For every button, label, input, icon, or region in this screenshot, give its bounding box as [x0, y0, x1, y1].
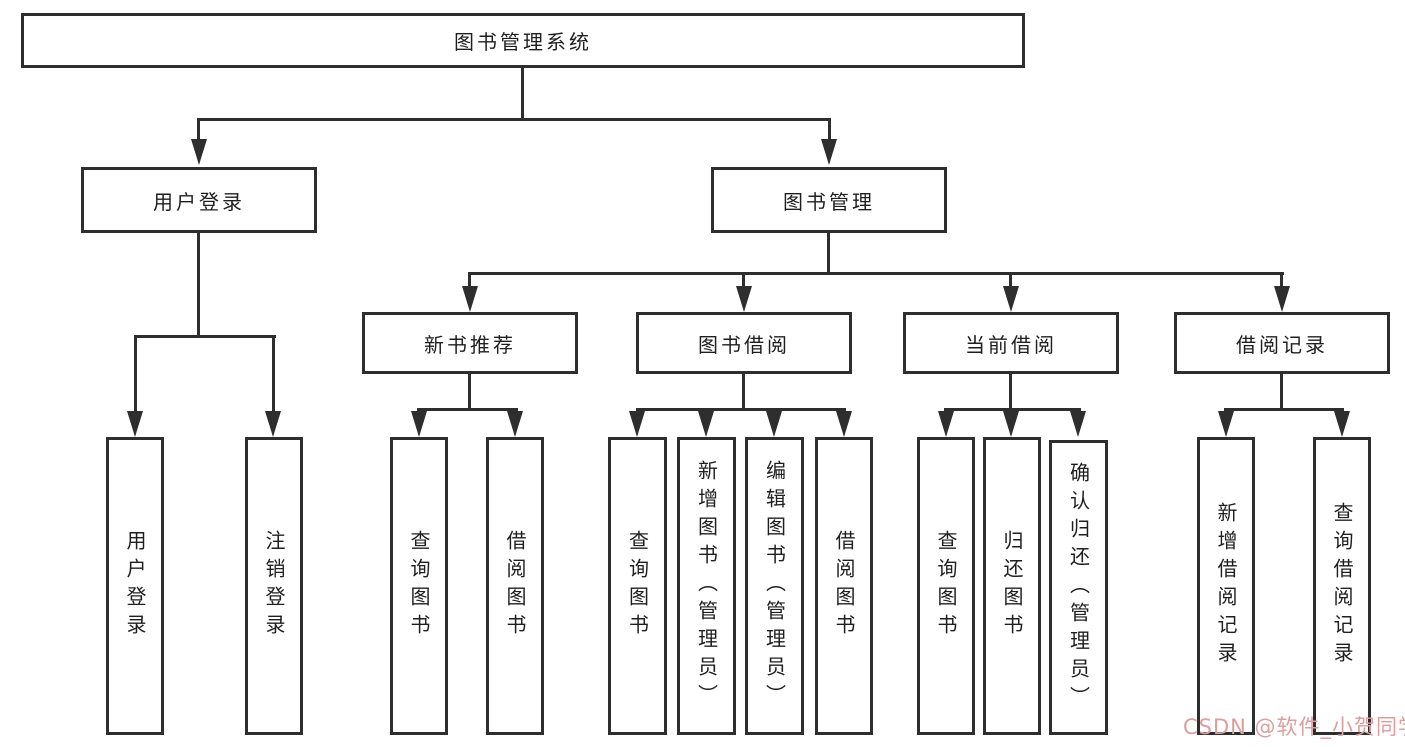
connector-drop-user-login-action: [134, 335, 137, 411]
node-book-borrowing: 图书借阅: [636, 312, 852, 374]
connector-root-bar: [197, 118, 831, 121]
node-borrowing-records: 借阅记录: [1174, 312, 1390, 374]
node-recommend-borrow-books: 借阅图书: [486, 437, 544, 735]
node-records-add-record: 新增借阅记录: [1197, 437, 1255, 735]
connector-drop-user-login: [197, 118, 200, 144]
node-current-query-books: 查询图书: [917, 437, 975, 735]
connector-drop-book-management: [828, 118, 831, 144]
arrowhead-icon: [411, 411, 427, 437]
connector-current-borrowing-stem: [1009, 374, 1012, 410]
arrowhead-icon: [698, 411, 714, 437]
arrowhead-icon: [191, 139, 207, 165]
arrowhead-icon: [821, 139, 837, 165]
arrowhead-icon: [1274, 286, 1290, 312]
node-user-login-action: 用户登录: [106, 437, 164, 735]
connector-new-book-bar: [417, 408, 518, 411]
connector-book-management-stem: [827, 233, 830, 274]
node-recommend-query-books: 查询图书: [390, 437, 448, 735]
node-borrowing-borrow-books: 借阅图书: [815, 437, 873, 735]
node-new-book-recommendation: 新书推荐: [362, 312, 578, 374]
node-borrowing-add-books: 新增图书（管理员）: [677, 437, 736, 735]
arrowhead-icon: [462, 286, 478, 312]
connector-borrowing-records-stem: [1280, 374, 1283, 410]
connector-book-borrowing-stem: [742, 374, 745, 410]
arrowhead-icon: [1003, 411, 1019, 437]
arrowhead-icon: [629, 411, 645, 437]
connector-drop-logout: [272, 335, 275, 411]
arrowhead-icon: [736, 286, 752, 312]
node-borrowing-edit-books: 编辑图书（管理员）: [745, 437, 804, 735]
connector-root-stem: [521, 68, 524, 120]
node-logout-action: 注销登录: [245, 437, 303, 735]
node-user-login: 用户登录: [81, 167, 317, 233]
arrowhead-icon: [938, 411, 954, 437]
node-root: 图书管理系统: [21, 13, 1025, 68]
connector-new-book-stem: [468, 374, 471, 410]
arrowhead-icon: [507, 411, 523, 437]
arrowhead-icon: [127, 411, 143, 437]
node-records-query-record: 查询借阅记录: [1313, 437, 1371, 735]
connector-borrowing-records-bar: [1224, 408, 1344, 411]
node-borrowing-query-books: 查询图书: [608, 437, 667, 735]
connector-book-borrowing-bar: [636, 408, 846, 411]
node-book-management: 图书管理: [711, 167, 947, 233]
node-current-confirm-return: 确认归还（管理员）: [1049, 440, 1108, 735]
connector-drop-current-borrowing: [1009, 272, 1012, 288]
arrowhead-icon: [1218, 411, 1234, 437]
connector-book-management-bar: [468, 272, 1284, 275]
node-current-borrowing: 当前借阅: [903, 312, 1119, 374]
arrowhead-icon: [1070, 411, 1086, 437]
arrowhead-icon: [265, 411, 281, 437]
connector-user-login-bar: [134, 335, 276, 338]
connector-user-login-stem: [197, 233, 200, 335]
arrowhead-icon: [766, 411, 782, 437]
connector-drop-new-book: [468, 272, 471, 288]
arrowhead-icon: [836, 411, 852, 437]
csdn-watermark: CSDN @软件_小贺同学: [1183, 715, 1405, 739]
connector-drop-book-borrowing: [742, 272, 745, 288]
arrowhead-icon: [1334, 411, 1350, 437]
arrowhead-icon: [1003, 286, 1019, 312]
connector-drop-borrowing-records: [1280, 272, 1283, 288]
node-current-return-books: 归还图书: [983, 437, 1041, 735]
